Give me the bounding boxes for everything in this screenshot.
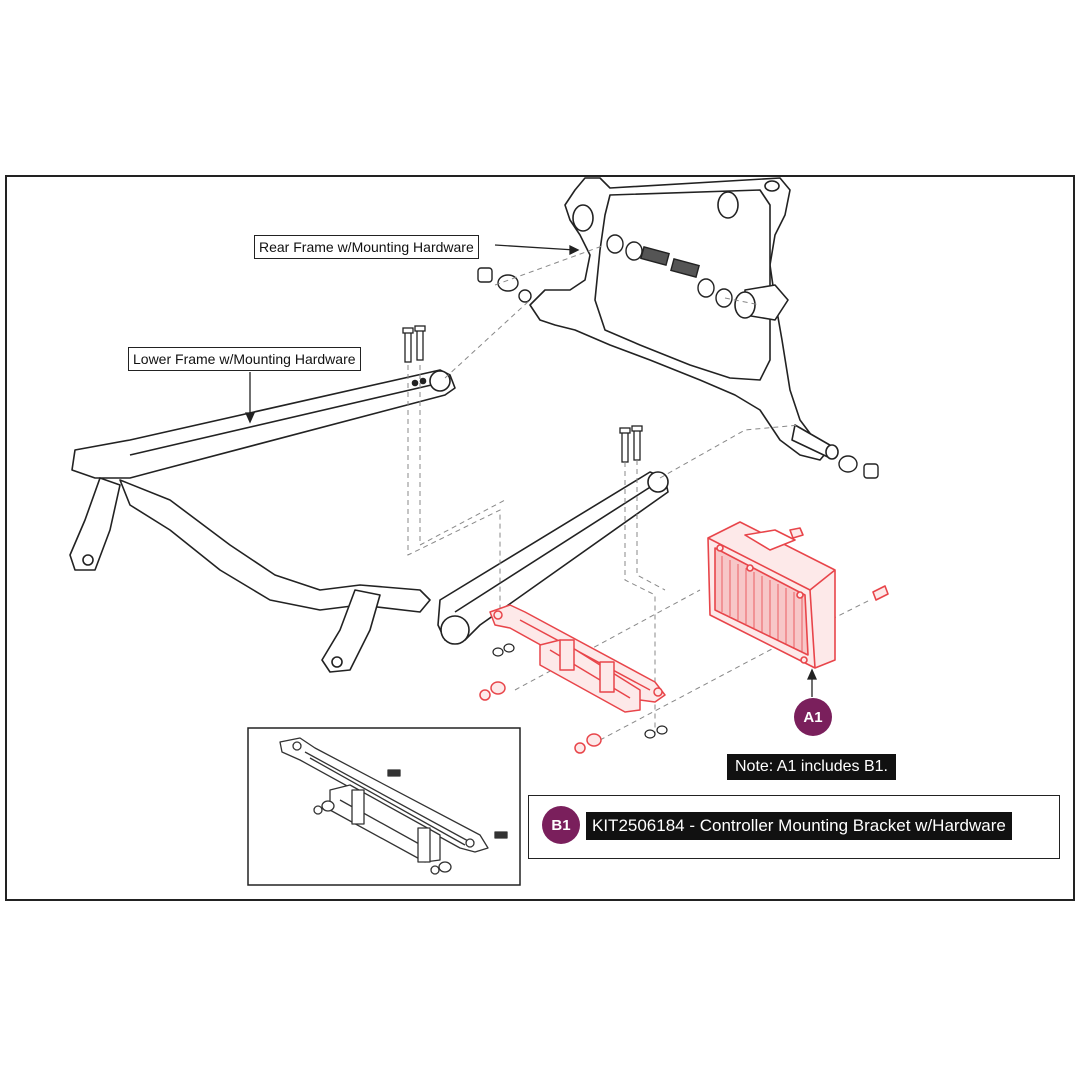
- lower-frame: [69, 369, 669, 673]
- assembly-lines: [407, 244, 871, 741]
- kit-part-number-text: KIT2506184 - Controller Mounting Bracket…: [586, 812, 1012, 840]
- callout-a1-badge: A1: [794, 698, 832, 736]
- rear-hardware: [477, 234, 879, 479]
- lower-frame-label: Lower Frame w/Mounting Hardware: [128, 347, 361, 371]
- lower-frame-bolts: [402, 325, 643, 463]
- diagram-border: [5, 175, 1075, 901]
- note-label: Note: A1 includes B1.: [727, 754, 896, 780]
- inset-bracket-drawing: [279, 737, 508, 875]
- bracket-nuts: [492, 643, 668, 739]
- rear-frame: [529, 177, 839, 461]
- rear-frame-label: Rear Frame w/Mounting Hardware: [254, 235, 479, 259]
- leader-lines: [244, 244, 818, 697]
- controller-bracket: [479, 604, 666, 754]
- callout-b1-badge: B1: [542, 806, 580, 844]
- controller-fins: [721, 556, 803, 652]
